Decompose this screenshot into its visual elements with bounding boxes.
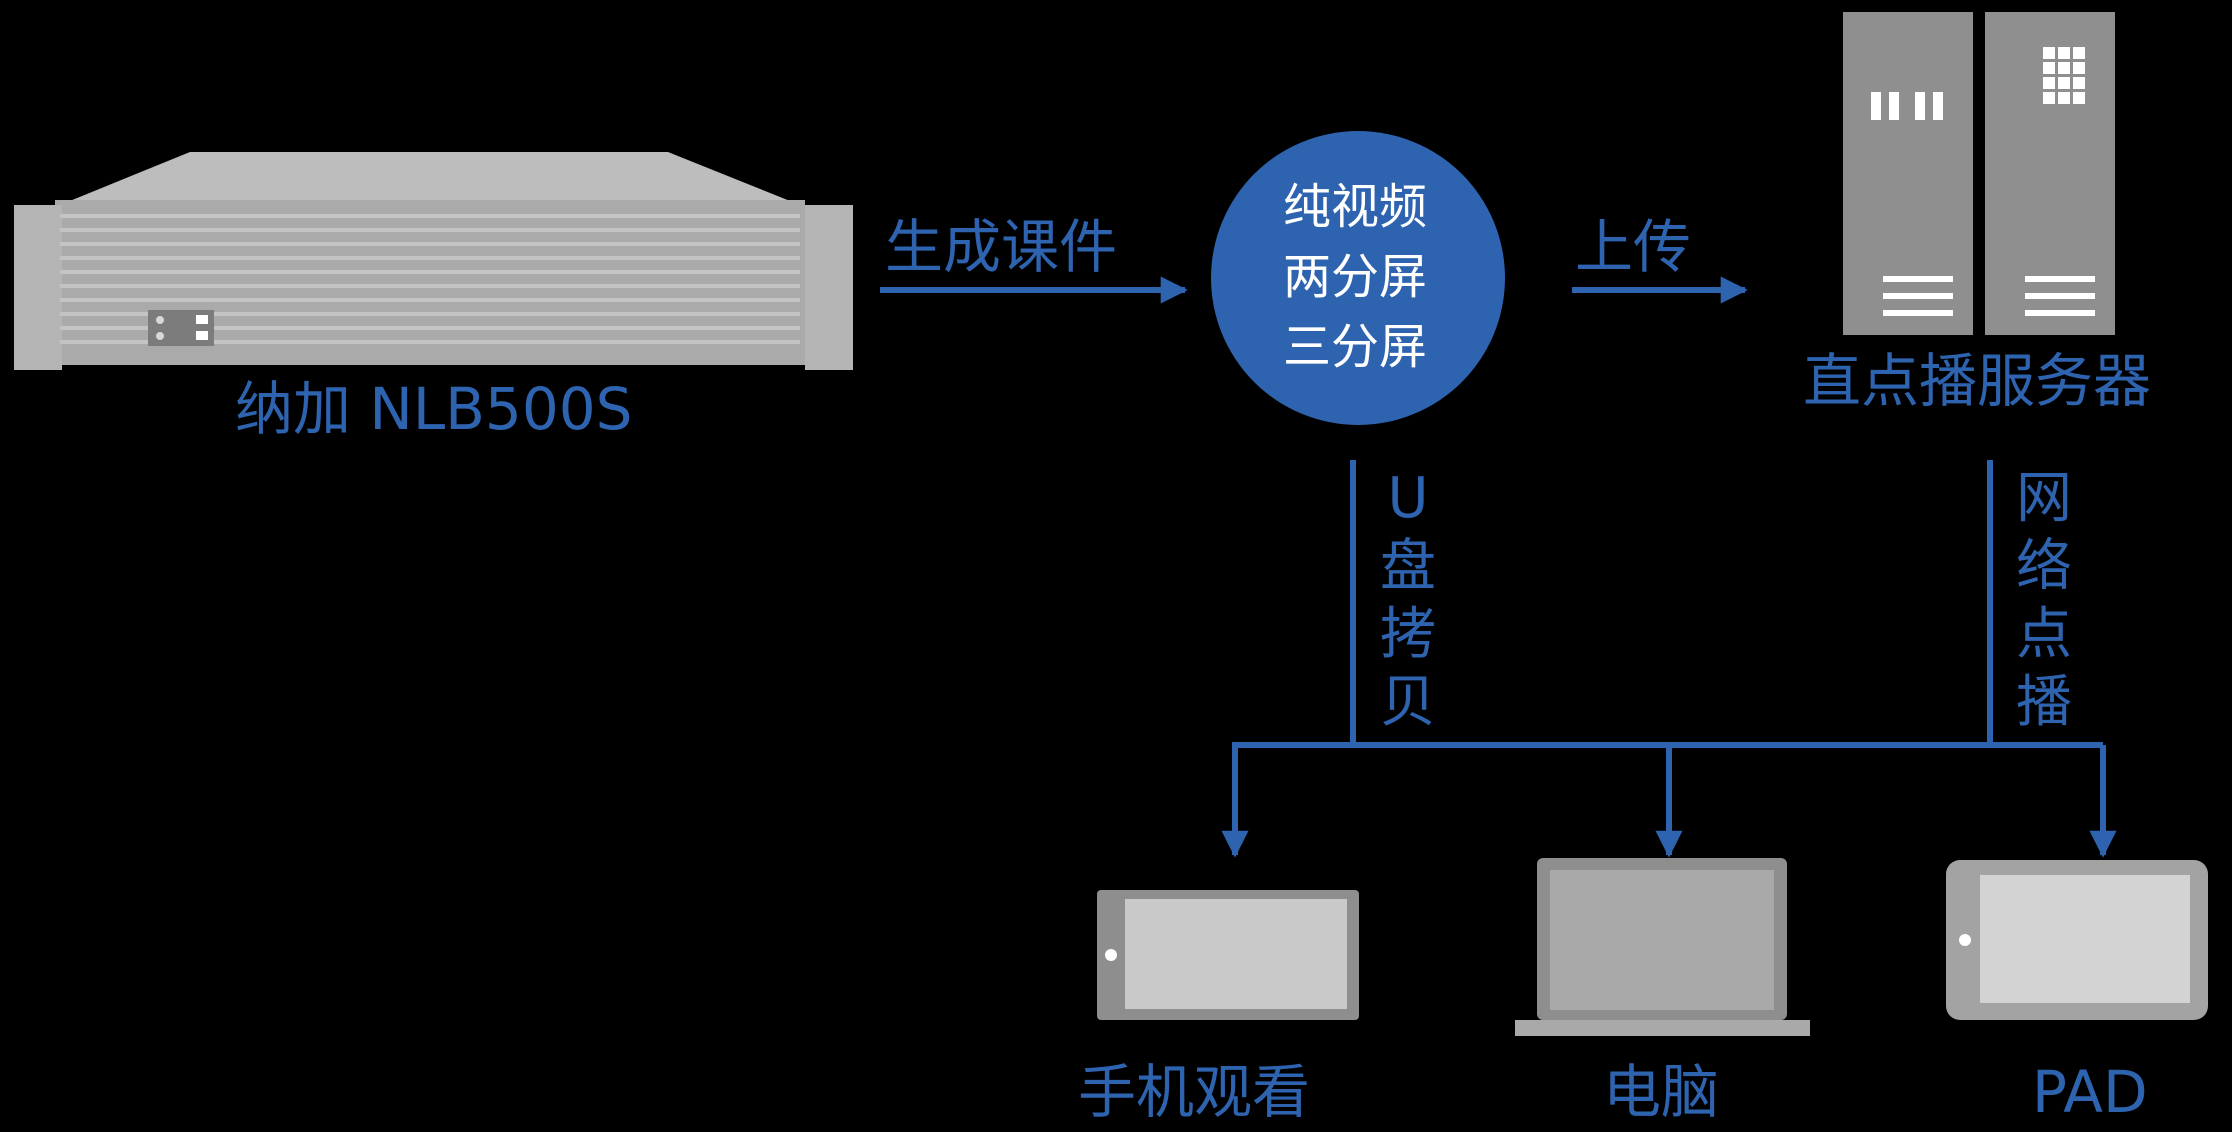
pad-label: PAD	[2032, 1058, 2148, 1126]
rack-server-icon	[14, 152, 853, 370]
vod-server-label: 直点播服务器	[1803, 347, 2152, 415]
laptop-icon	[1515, 858, 1810, 1036]
modes-circle	[1211, 131, 1505, 425]
usb-copy-label: U盘拷贝	[1380, 466, 1436, 735]
mode-item: 三分屏	[1282, 319, 1427, 375]
laptop-label: 电脑	[1603, 1058, 1720, 1126]
phone-icon	[1097, 890, 1359, 1020]
modes-list: 纯视频 两分屏 三分屏	[1210, 172, 1500, 382]
tablet-icon	[1946, 860, 2208, 1020]
recorder-label: 纳加 NLB500S	[235, 375, 633, 443]
upload-label: 上传	[1575, 213, 1692, 281]
mode-item: 纯视频	[1282, 179, 1427, 235]
distribution-lines	[1232, 460, 2103, 748]
generate-label: 生成课件	[885, 213, 1118, 281]
tower-server-icon	[1843, 12, 2115, 335]
network-vod-label: 网络点播	[2016, 466, 2072, 735]
phone-label: 手机观看	[1078, 1058, 1311, 1126]
mode-item: 两分屏	[1282, 249, 1427, 305]
